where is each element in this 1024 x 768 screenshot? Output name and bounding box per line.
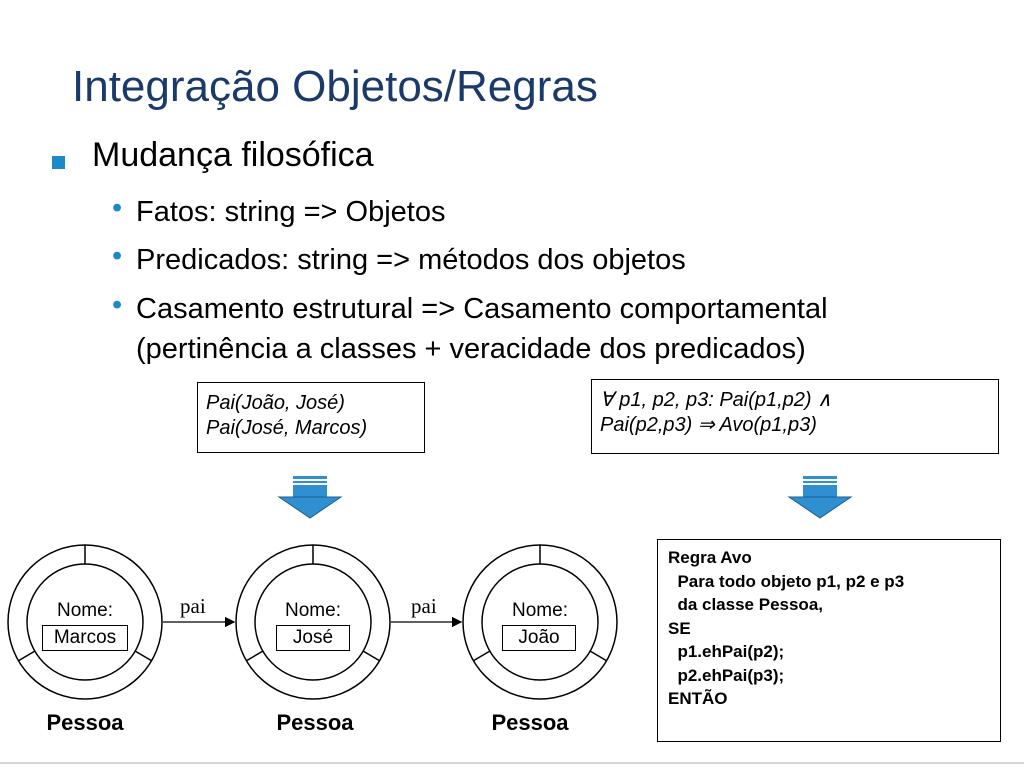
facts-line: Pai(João, José) (206, 392, 345, 414)
object-circle (462, 544, 618, 700)
relation-label: pai (411, 594, 437, 618)
formula-line: Pai(p2,p3) ⇒ Avo(p1,p3) (600, 414, 817, 436)
rule-line: SE (668, 618, 691, 638)
rule-line: p1.ehPai(p2); (668, 642, 785, 661)
formula-line: ∀ p1, p2, p3: Pai(p1,p2) ∧ (600, 389, 832, 411)
rule-line: Regra Avo (668, 548, 752, 567)
object-circle (235, 544, 391, 700)
dot-bullet-icon: • (112, 289, 123, 321)
rule-line: da classe Pessoa, (668, 595, 823, 614)
rule-formula-box: ∀ p1, p2, p3: Pai(p1,p2) ∧ Pai(p2,p3) ⇒ … (591, 379, 999, 454)
field-label: Nome: (285, 600, 341, 621)
class-label: Pessoa (491, 710, 569, 735)
field-value: João (502, 625, 576, 651)
facts-line: Pai(José, Marcos) (206, 417, 368, 439)
footer-divider (0, 762, 1024, 764)
down-arrow-icon (277, 476, 343, 519)
dot-bullet-icon: • (112, 240, 123, 272)
rule-line: ENTÃO (668, 689, 728, 708)
rule-line: Para todo objeto p1, p2 e p3 (668, 571, 905, 591)
sub-bullet-text: Predicados: string => métodos dos objeto… (136, 244, 686, 276)
object-circle (7, 544, 163, 700)
field-label: Nome: (57, 600, 113, 621)
slide-title: Integração Objetos/Regras (72, 62, 598, 111)
rule-box: Regra Avo Para todo objeto p1, p2 e p3 d… (657, 539, 1001, 742)
dot-bullet-icon: • (112, 192, 123, 224)
class-label: Pessoa (276, 710, 354, 735)
field-value: Marcos (42, 625, 128, 651)
main-bullet-text: Mudança filosófica (92, 136, 374, 174)
sub-bullet-text: Fatos: string => Objetos (136, 196, 446, 228)
sub-bullet-continuation: (pertinência a classes + veracidade dos … (136, 333, 806, 365)
facts-box: Pai(João, José) Pai(José, Marcos) (197, 382, 425, 453)
relation-label: pai (180, 594, 206, 618)
down-arrow-icon (787, 476, 853, 519)
square-bullet-icon (52, 156, 65, 169)
sub-bullet-text: Casamento estrutural => Casamento compor… (136, 293, 828, 325)
rule-line: p2.ehPai(p3); (668, 665, 785, 685)
field-label: Nome: (512, 600, 568, 621)
class-label: Pessoa (46, 710, 124, 735)
field-value: José (276, 625, 350, 651)
